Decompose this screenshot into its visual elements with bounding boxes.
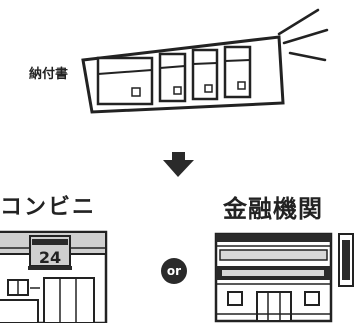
bank-building-icon: [214, 232, 354, 323]
payment-slip-icon: [81, 35, 285, 114]
payment-slip-label: 納付書: [29, 67, 69, 82]
convenience-store-label: コンビニ: [0, 195, 97, 220]
convenience-store-icon: [0, 230, 108, 323]
or-badge: or: [161, 258, 187, 284]
financial-institution-label: 金融機関: [223, 195, 323, 223]
store-sign-number: 24: [39, 248, 61, 267]
arrow-down-icon: [163, 152, 194, 177]
emphasis-lines-icon: [277, 8, 329, 62]
